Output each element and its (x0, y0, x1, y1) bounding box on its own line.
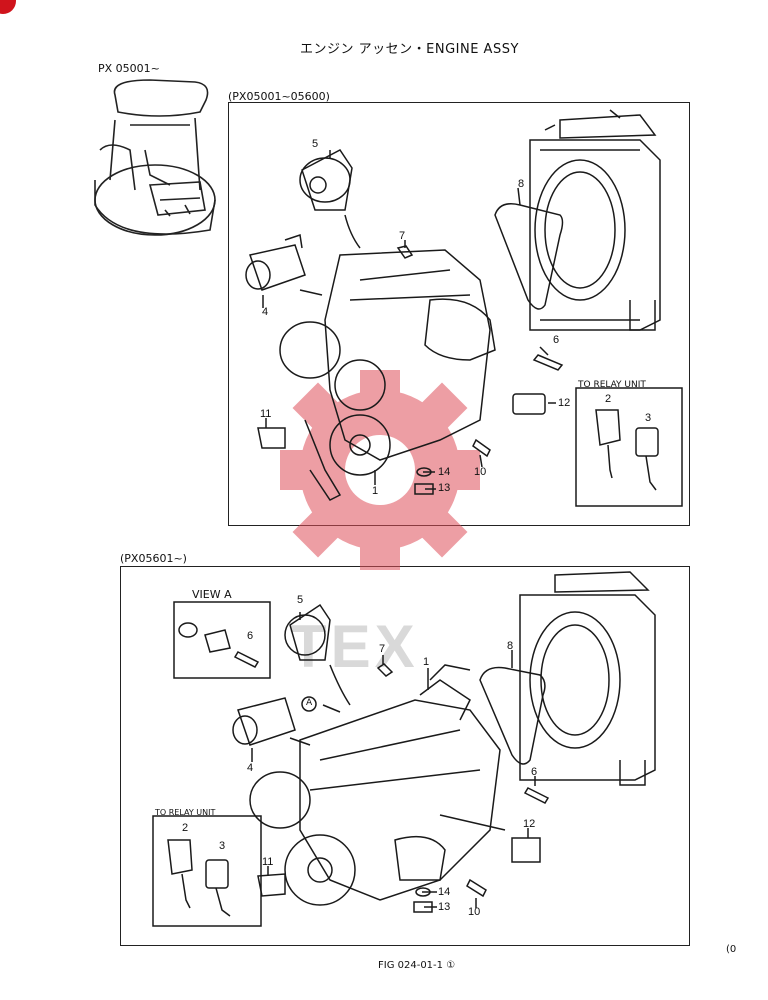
view-a-label: VIEW A (192, 588, 232, 601)
callout-lower-5: 5 (297, 594, 304, 606)
relay-label-upper: TO RELAY UNIT (578, 380, 646, 390)
callout-lower-13: 13 (438, 901, 451, 913)
machine-outline (94, 79, 216, 236)
callout-lower-14: 14 (438, 886, 451, 898)
relay-label-lower: TO RELAY UNIT (155, 808, 216, 817)
callout-upper-7: 7 (399, 230, 406, 242)
corner-mark (0, 0, 16, 14)
watermark-text: TEX (290, 613, 419, 680)
callout-upper-4: 4 (262, 306, 269, 318)
upper-panel (228, 102, 690, 526)
callout-lower-6-view: 6 (247, 630, 254, 642)
callout-lower-2: 2 (182, 822, 189, 834)
callout-upper-11: 11 (260, 408, 272, 420)
callout-upper-3: 3 (645, 412, 652, 424)
lower-panel (120, 566, 690, 946)
callout-upper-14: 14 (438, 466, 451, 478)
callout-upper-2: 2 (605, 393, 612, 405)
callout-upper-6: 6 (553, 334, 560, 346)
figure-number: FIG 024-01-1 ① (378, 960, 456, 971)
callout-lower-4: 4 (247, 762, 254, 774)
callout-lower-12: 12 (523, 818, 536, 830)
callout-upper-8: 8 (518, 178, 525, 190)
callout-upper-13: 13 (438, 482, 451, 494)
callout-upper-10: 10 (474, 466, 487, 478)
callout-lower-8: 8 (507, 640, 514, 652)
serial-upper: (PX05001~05600) (228, 90, 330, 103)
serial-lower: (PX05601~) (120, 552, 187, 565)
edge-mark: (0 (726, 944, 737, 955)
callout-lower-11: 11 (262, 856, 274, 868)
serial-overall: PX 05001~ (98, 62, 160, 75)
callout-lower-7: 7 (379, 643, 386, 655)
page-title: エンジン アッセン・ENGINE ASSY (300, 42, 519, 57)
callout-lower-10: 10 (468, 906, 481, 918)
callout-upper-1: 1 (372, 485, 379, 497)
callout-lower-1: 1 (423, 656, 430, 668)
callout-lower-6: 6 (531, 766, 538, 778)
callout-upper-12: 12 (558, 397, 571, 409)
callout-upper-5: 5 (312, 138, 319, 150)
view-a-marker: A (306, 698, 313, 708)
callout-lower-3: 3 (219, 840, 226, 852)
